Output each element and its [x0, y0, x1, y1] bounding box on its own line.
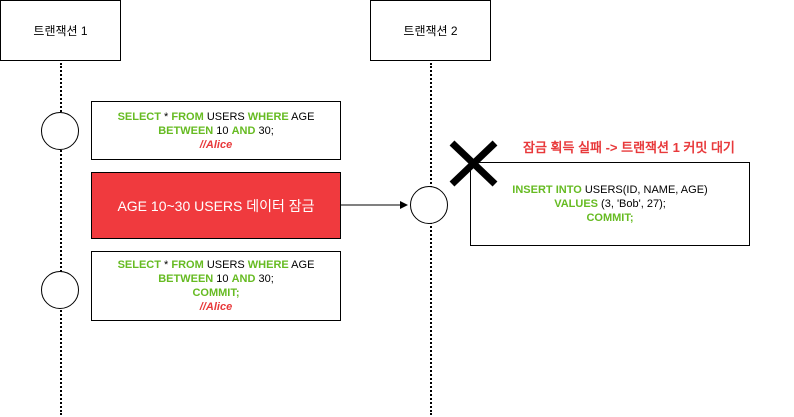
tx2-activation	[410, 186, 448, 224]
tx1-header: 트랜잭션 1	[0, 0, 121, 61]
kw-and: AND	[231, 124, 256, 137]
select-query-1-line-1: SELECT * FROM USERS WHERE AGE	[117, 110, 315, 123]
tx2-header-label: 트랜잭션 2	[403, 24, 458, 38]
fail-x-icon	[449, 140, 498, 187]
tx2-header: 트랜잭션 2	[370, 0, 491, 61]
kw-where: WHERE	[247, 110, 289, 123]
insert-query: INSERT INTO USERS(ID, NAME, AGE) VALUES …	[470, 162, 750, 246]
lock-box: AGE 10~30 USERS 데이터 잠금	[91, 172, 341, 239]
tx1-header-label: 트랜잭션 1	[33, 24, 88, 38]
select-query-2: SELECT * FROM USERS WHERE AGE BETWEEN 10…	[91, 251, 341, 321]
tx1-activation-1	[41, 112, 79, 150]
lock-fail-note: 잠금 획득 실패 -> 트랜잭션 1 커밋 대기	[523, 140, 735, 155]
lock-box-label: AGE 10~30 USERS 데이터 잠금	[117, 197, 315, 214]
insert-query-line-1: INSERT INTO USERS(ID, NAME, AGE)	[512, 184, 708, 196]
kw-between: BETWEEN	[158, 124, 214, 137]
select-query-1-comment: //Alice	[199, 138, 233, 151]
insert-query-line-2: VALUES (3, 'Bob', 27);	[554, 198, 666, 210]
tx1-activation-2	[41, 271, 79, 309]
tx1-lifeline	[60, 63, 62, 415]
select-query-2-commit: COMMIT;	[192, 287, 240, 299]
select-query-1: SELECT * FROM USERS WHERE AGE BETWEEN 10…	[91, 101, 341, 160]
insert-query-commit: COMMIT;	[586, 212, 634, 224]
kw-from: FROM	[171, 110, 204, 123]
select-query-2-comment: //Alice	[199, 301, 233, 313]
tx2-lifeline	[430, 63, 432, 415]
kw-select: SELECT	[117, 110, 161, 123]
select-query-1-line-2: BETWEEN 10 AND 30;	[158, 124, 274, 137]
select-query-2-line-2: BETWEEN 10 AND 30;	[158, 273, 274, 285]
select-query-2-line-1: SELECT * FROM USERS WHERE AGE	[117, 259, 315, 271]
